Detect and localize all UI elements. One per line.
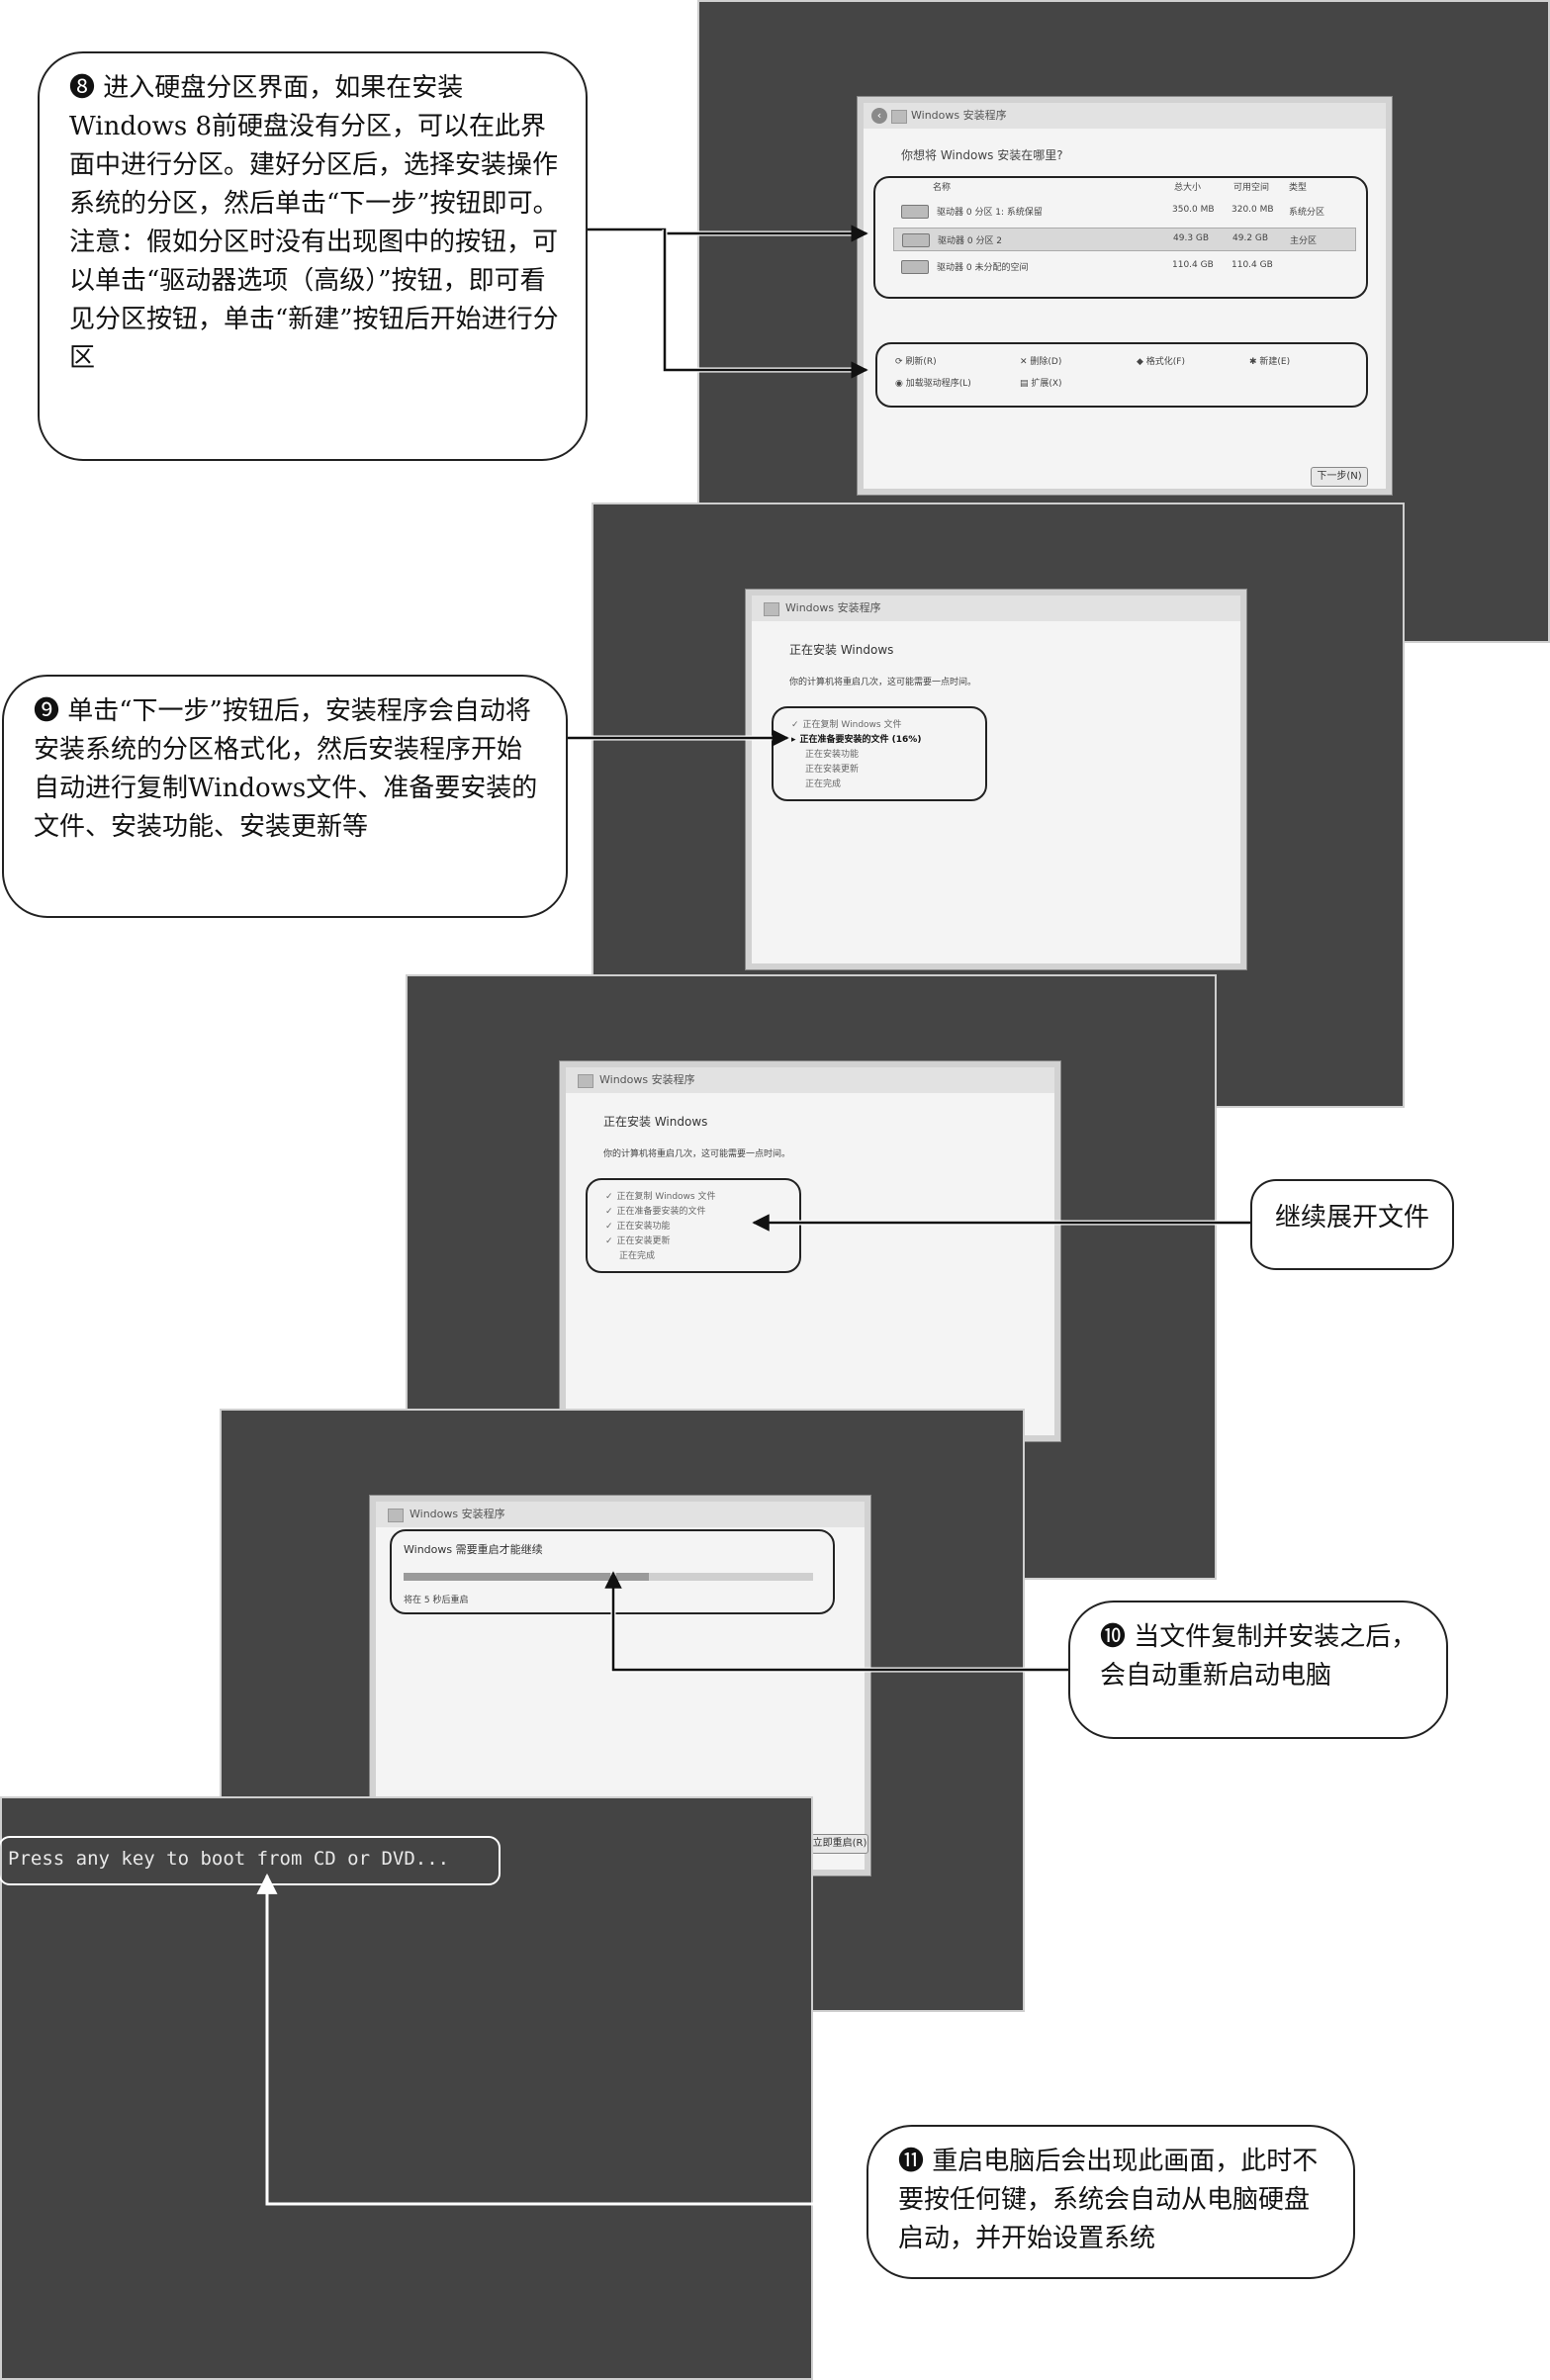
drive-icon <box>901 260 929 274</box>
delete-action[interactable]: ✕ 删除(D) <box>1020 357 1062 367</box>
check-icon: ✓ <box>605 1207 613 1217</box>
new-action[interactable]: ✱ 新建(E) <box>1249 357 1291 367</box>
step-item: ✓正在准备要安装的文件 <box>605 1207 706 1217</box>
row-total: 49.3 GB <box>1173 233 1210 243</box>
col-free: 可用空间 <box>1233 183 1270 193</box>
arrow-icon: ▸ <box>791 735 796 745</box>
installing-heading: 正在安装 Windows <box>603 1115 708 1129</box>
check-icon: ✓ <box>605 1236 613 1246</box>
callout-step-10: ❿ 当文件复制并安装之后，会自动重新启动电脑 <box>1068 1601 1448 1739</box>
step-item: 正在完成 <box>619 1251 656 1261</box>
row-type: 系统分区 <box>1289 208 1325 218</box>
partition-row-selected[interactable]: 驱动器 0 分区 2 49.3 GB 49.2 GB 主分区 <box>893 228 1356 251</box>
row-free: 320.0 MB <box>1231 205 1274 215</box>
steps-highlight <box>772 706 987 801</box>
callout-step-8: ❽ 进入硬盘分区界面，如果在安装Windows 8前硬盘没有分区，可以在此界面中… <box>38 51 588 461</box>
window-titlebar: ‹ Windows 安装程序 <box>864 103 1386 129</box>
step-item: ✓正在复制 Windows 文件 <box>605 1192 716 1202</box>
setup-icon <box>764 602 779 616</box>
step-item-active: ▸正在准备要安装的文件 (16%) <box>791 735 922 745</box>
callout-expand: 继续展开文件 <box>1250 1179 1454 1270</box>
installing-subtitle: 你的计算机将重启几次，这可能需要一点时间。 <box>603 1149 791 1159</box>
restart-message: Windows 需要重启才能继续 <box>404 1543 543 1556</box>
restart-countdown: 将在 5 秒后重启 <box>404 1596 469 1605</box>
check-icon: ✓ <box>605 1222 613 1232</box>
callout-step-11: ⓫ 重启电脑后会出现此画面，此时不要按任何键，系统会自动从电脑硬盘启动，并开始设… <box>866 2125 1355 2279</box>
window-titlebar: Windows 安装程序 <box>752 595 1240 621</box>
extend-action[interactable]: ▤ 扩展(X) <box>1020 379 1062 389</box>
col-total: 总大小 <box>1174 183 1202 193</box>
callout-step-9: ❾ 单击“下一步”按钮后，安装程序会自动将安装系统的分区格式化，然后安装程序开始… <box>2 675 568 918</box>
step-item: 正在安装更新 <box>805 765 860 775</box>
partition-actions: ⟳ 刷新(R) ✕ 删除(D) ◆ 格式化(F) ✱ 新建(E) ◉ 加载驱动程… <box>893 350 1348 400</box>
window-title: Windows 安装程序 <box>410 1508 505 1520</box>
setup-window: Windows 安装程序 正在安装 Windows 你的计算机将重启几次，这可能… <box>746 590 1246 969</box>
restart-highlight <box>390 1529 835 1614</box>
setup-icon <box>891 110 907 124</box>
row-name: 驱动器 0 未分配的空间 <box>937 263 1029 273</box>
setup-icon <box>388 1509 404 1522</box>
step-item: 正在安装功能 <box>805 750 860 760</box>
partition-row[interactable]: 驱动器 0 未分配的空间 110.4 GB 110.4 GB <box>893 255 1356 279</box>
refresh-action[interactable]: ⟳ 刷新(R) <box>895 357 937 367</box>
restart-now-button[interactable]: 立即重启(R) <box>811 1834 868 1854</box>
step-item: ✓正在安装功能 <box>605 1222 671 1232</box>
setup-icon <box>578 1074 593 1088</box>
window-title: Windows 安装程序 <box>911 109 1007 122</box>
drive-icon <box>902 233 930 247</box>
row-total: 110.4 GB <box>1172 260 1214 270</box>
step-item: ✓正在复制 Windows 文件 <box>791 720 902 730</box>
boot-prompt-highlight <box>0 1836 501 1885</box>
row-type: 主分区 <box>1290 236 1318 246</box>
setup-window: ‹ Windows 安装程序 你想将 Windows 安装在哪里? 名称 总大小… <box>858 97 1392 495</box>
step-item: ✓正在安装更新 <box>605 1236 671 1246</box>
row-free: 49.2 GB <box>1232 233 1269 243</box>
partition-row[interactable]: 驱动器 0 分区 1: 系统保留 350.0 MB 320.0 MB 系统分区 <box>893 200 1356 224</box>
col-name: 名称 <box>933 183 952 193</box>
partition-list-highlight <box>873 176 1368 299</box>
screenshot-boot: Press any key to boot from CD or DVD... <box>0 1796 813 2380</box>
install-location-question: 你想将 Windows 安装在哪里? <box>901 148 1063 162</box>
boot-prompt: Press any key to boot from CD or DVD... <box>8 1848 450 1870</box>
row-name: 驱动器 0 分区 2 <box>938 236 1003 246</box>
installing-heading: 正在安装 Windows <box>789 643 894 657</box>
back-arrow-icon[interactable]: ‹ <box>871 108 887 124</box>
partition-table: 名称 总大小 可用空间 类型 驱动器 0 分区 1: 系统保留 350.0 MB… <box>893 178 1356 285</box>
format-action[interactable]: ◆ 格式化(F) <box>1137 357 1185 367</box>
next-button[interactable]: 下一步(N) <box>1311 467 1368 487</box>
row-total: 350.0 MB <box>1172 205 1215 215</box>
window-titlebar: Windows 安装程序 <box>566 1067 1054 1093</box>
setup-window: Windows 安装程序 正在安装 Windows 你的计算机将重启几次，这可能… <box>560 1061 1060 1441</box>
actions-highlight <box>875 342 1368 408</box>
window-titlebar: Windows 安装程序 <box>376 1502 865 1527</box>
load-driver-action[interactable]: ◉ 加载驱动程序(L) <box>895 379 971 389</box>
row-name: 驱动器 0 分区 1: 系统保留 <box>937 208 1043 218</box>
drive-icon <box>901 205 929 219</box>
steps-highlight <box>586 1178 801 1273</box>
installing-subtitle: 你的计算机将重启几次，这可能需要一点时间。 <box>789 678 977 687</box>
row-free: 110.4 GB <box>1231 260 1273 270</box>
check-icon: ✓ <box>605 1192 613 1202</box>
window-title: Windows 安装程序 <box>785 601 881 614</box>
step-item: 正在完成 <box>805 779 842 789</box>
install-steps: ✓正在复制 Windows 文件 ✓正在准备要安装的文件 ✓正在安装功能 ✓正在… <box>605 1190 715 1264</box>
col-type: 类型 <box>1289 183 1308 193</box>
install-steps: ✓正在复制 Windows 文件 ▸正在准备要安装的文件 (16%) 正在安装功… <box>791 718 921 792</box>
window-title: Windows 安装程序 <box>599 1073 695 1086</box>
check-icon: ✓ <box>791 720 799 730</box>
restart-progress-fill <box>404 1573 650 1581</box>
